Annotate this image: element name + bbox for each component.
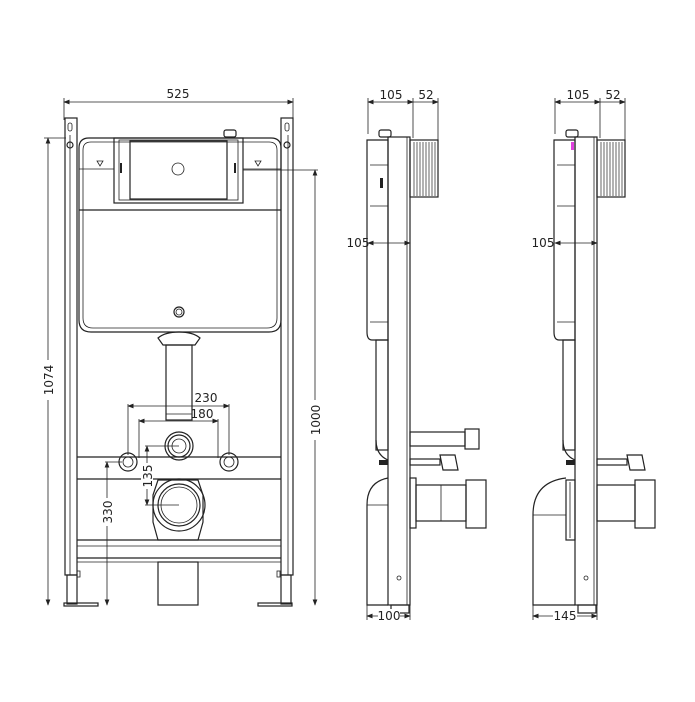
- dim-label-side1-100: 100: [378, 609, 401, 623]
- dimension-total-height: 1074: [42, 137, 66, 606]
- dim-label-side1-52: 52: [418, 88, 433, 102]
- dimension-180: 180: [138, 407, 219, 458]
- dimension-side2-top: 105 52: [554, 88, 626, 140]
- dim-label-side1-105-mid: 105: [347, 236, 370, 250]
- dim-label-frame-height: 1000: [309, 405, 323, 436]
- dim-label-width: 525: [167, 87, 190, 101]
- dim-label-side2-105-mid: 105: [532, 236, 555, 250]
- lower-rails: [77, 539, 281, 563]
- side-view-2: 105 52 105 145: [532, 88, 656, 623]
- dimension-side2-foot: 145: [532, 605, 598, 623]
- dimension-side2-mid: 105: [532, 236, 598, 250]
- dimension-230: 230: [127, 391, 230, 455]
- dimension-330: 330: [101, 461, 122, 606]
- dimension-width: 525: [63, 87, 294, 120]
- right-post: [257, 117, 294, 607]
- ribbed-plate: [600, 142, 623, 196]
- left-post: [63, 117, 99, 607]
- dim-label-side2-145: 145: [554, 609, 577, 623]
- dim-label-total-height: 1074: [42, 365, 56, 396]
- ribbed-plate: [413, 142, 436, 196]
- highlight-marker: [571, 142, 574, 150]
- dimension-135: 135: [141, 445, 179, 506]
- dimension-side1-mid: 105: [347, 236, 411, 250]
- front-view: 525 1074 1000 230 180: [42, 87, 323, 607]
- dim-label-side2-105-top: 105: [567, 88, 590, 102]
- dim-label-330: 330: [101, 501, 115, 524]
- dim-label-230: 230: [195, 391, 218, 405]
- side-view-1: 105 52 105 100: [347, 88, 487, 623]
- dim-label-side2-52: 52: [605, 88, 620, 102]
- dimension-side1-foot: 100: [366, 605, 411, 623]
- flush-plate-frame: [113, 137, 244, 204]
- dimension-frame-height: 1000: [243, 169, 323, 606]
- cistern-tank: [78, 129, 282, 333]
- crossbar: [77, 452, 281, 480]
- dimension-side1-top: 105 52: [367, 88, 439, 140]
- waste-outlet: [152, 478, 206, 606]
- dim-label-135: 135: [141, 465, 155, 488]
- dim-label-side1-105-top: 105: [380, 88, 403, 102]
- dim-label-180: 180: [191, 407, 214, 421]
